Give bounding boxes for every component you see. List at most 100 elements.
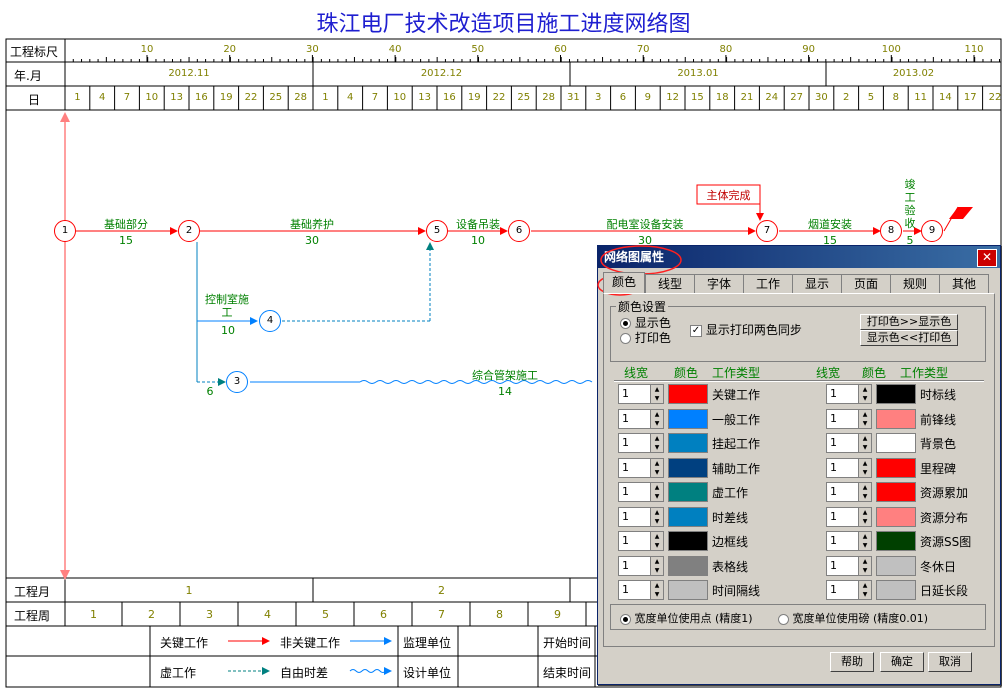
radio-unit-pound[interactable]: 宽度单位使用磅 (精度0.01) bbox=[778, 610, 928, 626]
line-width-stepper[interactable]: 1▲▼ bbox=[618, 433, 664, 453]
tab-color[interactable]: 颜色 bbox=[603, 272, 645, 294]
color-swatch[interactable] bbox=[668, 506, 708, 527]
network-node[interactable]: 1 bbox=[54, 220, 76, 242]
color-swatch[interactable] bbox=[668, 580, 708, 600]
line-width-stepper[interactable]: 1▲▼ bbox=[826, 384, 872, 404]
stepper-arrows-icon[interactable]: ▲▼ bbox=[858, 581, 871, 599]
ruler-label: 工程标尺 bbox=[10, 45, 59, 59]
task-duration: 30 bbox=[638, 234, 652, 247]
ruler-tick-label: 80 bbox=[719, 44, 733, 55]
stepper-arrows-icon[interactable]: ▲▼ bbox=[650, 434, 663, 452]
line-width-stepper[interactable]: 1▲▼ bbox=[618, 506, 664, 527]
ruler-tick-label: 50 bbox=[471, 44, 485, 55]
line-width-stepper[interactable]: 1▲▼ bbox=[826, 506, 872, 527]
color-swatch[interactable] bbox=[876, 580, 916, 600]
color-swatch[interactable] bbox=[668, 457, 708, 478]
color-swatch[interactable] bbox=[668, 482, 708, 502]
line-width-stepper[interactable]: 1▲▼ bbox=[618, 531, 664, 551]
tab-rules[interactable]: 规则 bbox=[890, 274, 940, 293]
network-node[interactable]: 6 bbox=[508, 220, 530, 242]
line-width-stepper[interactable]: 1 ▲▼ bbox=[618, 555, 664, 576]
stepper-arrows-icon[interactable]: ▲▼ bbox=[858, 556, 871, 575]
dialog-titlebar[interactable]: 网络图属性 ✕ bbox=[598, 246, 1000, 268]
stepper-arrows-icon[interactable]: ▲▼ bbox=[650, 483, 663, 501]
radio-unit-point[interactable]: 宽度单位使用点 (精度1) bbox=[620, 610, 753, 626]
day-label: 4 bbox=[99, 92, 106, 103]
color-swatch[interactable] bbox=[668, 408, 708, 429]
day-label: 25 bbox=[269, 92, 283, 103]
radio-print-color[interactable]: 打印色 bbox=[620, 329, 671, 346]
line-width-stepper[interactable]: 1▲▼ bbox=[826, 408, 872, 429]
line-width-stepper[interactable]: 1▲▼ bbox=[826, 482, 872, 502]
display-to-print-button[interactable]: 显示色<<打印色 bbox=[860, 330, 958, 346]
cancel-button[interactable]: 取消 bbox=[928, 652, 972, 672]
line-width-stepper[interactable]: 1▲▼ bbox=[618, 408, 664, 429]
stepper-arrows-icon[interactable]: ▲▼ bbox=[858, 507, 871, 526]
stepper-arrows-icon[interactable]: ▲▼ bbox=[650, 409, 663, 428]
color-swatch[interactable] bbox=[876, 531, 916, 551]
stepper-arrows-icon[interactable]: ▲▼ bbox=[650, 532, 663, 550]
day-label: 31 bbox=[567, 92, 580, 103]
network-node[interactable]: 2 bbox=[178, 220, 200, 242]
radio-display-color[interactable]: 显示色 bbox=[620, 314, 671, 331]
network-node[interactable]: 5 bbox=[426, 220, 448, 242]
color-swatch[interactable] bbox=[876, 482, 916, 502]
line-width-stepper[interactable]: 1▲▼ bbox=[826, 580, 872, 600]
ruler-tick-label: 10 bbox=[140, 44, 154, 55]
stepper-arrows-icon[interactable]: ▲▼ bbox=[650, 507, 663, 526]
network-node[interactable]: 9 bbox=[921, 220, 943, 242]
network-node[interactable]: 3 bbox=[226, 371, 248, 393]
tab-font[interactable]: 字体 bbox=[694, 274, 744, 293]
stepper-arrows-icon[interactable]: ▲▼ bbox=[650, 385, 663, 403]
sync-checkbox[interactable]: ✓ 显示打印两色同步 bbox=[690, 323, 802, 337]
tab-line-type[interactable]: 线型 bbox=[645, 274, 695, 293]
work-type-label: 虚工作 bbox=[712, 486, 749, 500]
stepper-arrows-icon[interactable]: ▲▼ bbox=[858, 409, 871, 428]
color-swatch[interactable] bbox=[876, 506, 916, 527]
line-width-value: 1 bbox=[622, 558, 629, 572]
line-width-stepper[interactable]: 1▲▼ bbox=[618, 580, 664, 600]
stepper-arrows-icon[interactable]: ▲▼ bbox=[858, 385, 871, 403]
tab-work[interactable]: 工作 bbox=[743, 274, 793, 293]
task-duration: 15 bbox=[823, 234, 837, 247]
day-label: 24 bbox=[765, 92, 779, 103]
line-width-stepper[interactable]: 1▲▼ bbox=[618, 384, 664, 404]
color-swatch[interactable] bbox=[876, 433, 916, 453]
ruler-tick-label: 110 bbox=[964, 44, 984, 55]
line-width-stepper[interactable]: 1▲▼ bbox=[618, 482, 664, 502]
stepper-arrows-icon[interactable]: ▲▼ bbox=[650, 458, 663, 477]
stepper-arrows-icon[interactable]: ▲▼ bbox=[858, 483, 871, 501]
line-width-stepper[interactable]: 1▲▼ bbox=[618, 457, 664, 478]
day-label: 16 bbox=[443, 92, 456, 103]
stepper-arrows-icon[interactable]: ▲▼ bbox=[858, 532, 871, 550]
col-type-right: 工作类型 bbox=[900, 366, 949, 380]
color-swatch[interactable] bbox=[876, 555, 916, 576]
tab-other[interactable]: 其他 bbox=[939, 274, 989, 293]
tab-display[interactable]: 显示 bbox=[792, 274, 842, 293]
stepper-arrows-icon[interactable]: ▲▼ bbox=[650, 556, 663, 575]
print-to-display-button[interactable]: 打印色>>显示色 bbox=[860, 314, 958, 330]
network-node[interactable]: 7 bbox=[756, 220, 778, 242]
legend-free-float: 自由时差 bbox=[280, 666, 329, 680]
close-icon[interactable]: ✕ bbox=[977, 249, 997, 267]
line-width-stepper[interactable]: 1▲▼ bbox=[826, 457, 872, 478]
ok-button[interactable]: 确定 bbox=[880, 652, 924, 672]
line-width-value: 1 bbox=[830, 534, 837, 547]
line-width-stepper[interactable]: 1 ▲▼ bbox=[826, 531, 872, 551]
line-width-stepper[interactable]: 1▲▼ bbox=[826, 433, 872, 453]
stepper-arrows-icon[interactable]: ▲▼ bbox=[858, 434, 871, 452]
color-swatch[interactable] bbox=[876, 384, 916, 404]
tab-page[interactable]: 页面 bbox=[841, 274, 891, 293]
network-node[interactable]: 8 bbox=[880, 220, 902, 242]
color-swatch[interactable] bbox=[668, 384, 708, 404]
stepper-arrows-icon[interactable]: ▲▼ bbox=[858, 458, 871, 477]
color-swatch[interactable] bbox=[668, 433, 708, 453]
stepper-arrows-icon[interactable]: ▲▼ bbox=[650, 581, 663, 599]
help-button[interactable]: 帮助 bbox=[830, 652, 874, 672]
color-swatch[interactable] bbox=[876, 408, 916, 429]
line-width-stepper[interactable]: 1▲▼ bbox=[826, 555, 872, 576]
color-swatch[interactable] bbox=[668, 531, 708, 551]
color-swatch[interactable] bbox=[668, 555, 708, 576]
network-node[interactable]: 4 bbox=[259, 310, 281, 332]
color-swatch[interactable] bbox=[876, 457, 916, 478]
